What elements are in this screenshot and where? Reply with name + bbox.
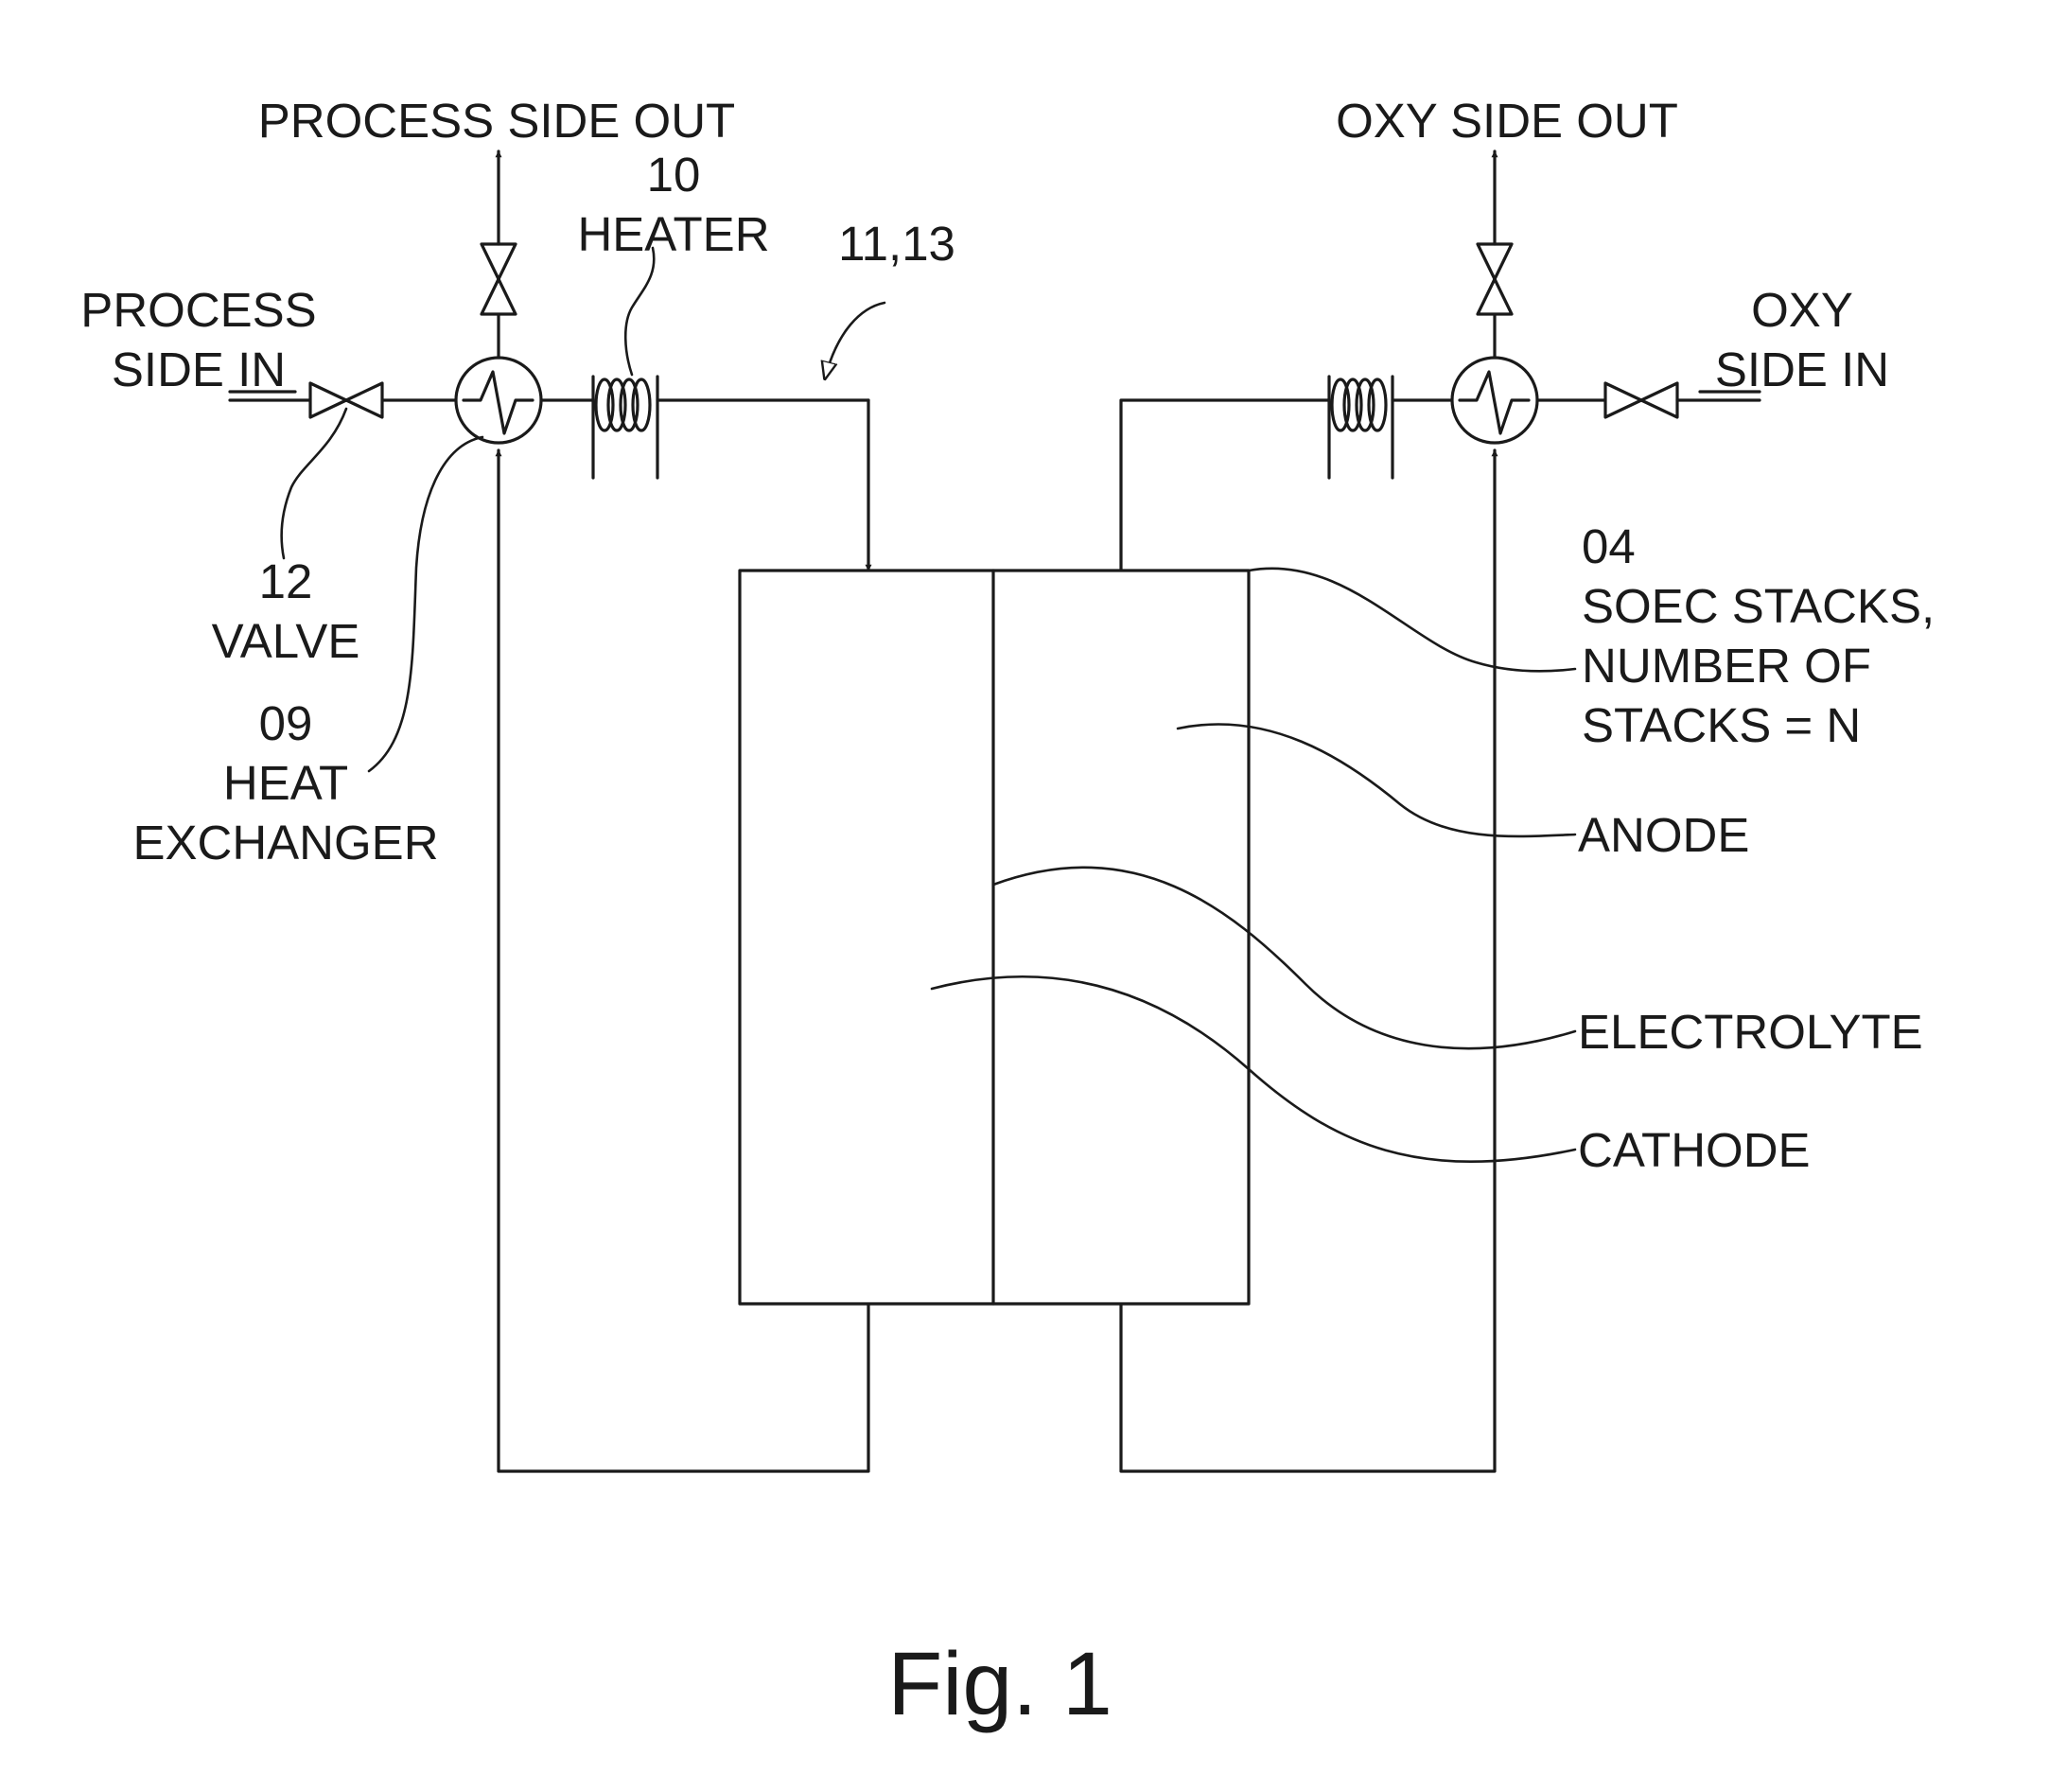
label-line-ref-11-13: 11,13: [838, 217, 955, 271]
process-side-out-line: [480, 149, 517, 360]
label-oxy-side-in-line1: OXY: [1751, 283, 1853, 337]
leader-line-11-13: [825, 301, 886, 378]
soec-stack-box: [738, 569, 1251, 1306]
label-stacks-line1: SOEC STACKS,: [1582, 579, 1935, 633]
label-heat-exchanger-line2: EXCHANGER: [132, 816, 438, 870]
label-valve: VALVE: [212, 614, 360, 668]
label-stacks-number: 04: [1582, 519, 1636, 573]
leader-electrolyte: [991, 866, 1577, 1050]
label-process-side-out: PROCESS SIDE OUT: [258, 94, 735, 148]
label-stacks-line3: STACKS = N: [1582, 698, 1861, 752]
oxy-heat-exchanger-symbol: [1450, 356, 1539, 445]
label-heater-number: 10: [647, 148, 701, 202]
oxy-return-loop: [1119, 448, 1498, 1473]
label-heat-exchanger-line1: HEAT: [223, 756, 348, 810]
leader-lines: [280, 246, 1577, 1164]
label-process-side-in-line2: SIDE IN: [112, 343, 286, 396]
heat-exchanger-09-symbol: [454, 356, 543, 445]
label-oxy-side-in-line2: SIDE IN: [1715, 343, 1889, 396]
label-heater: HEATER: [577, 207, 769, 261]
label-cathode: CATHODE: [1578, 1123, 1811, 1177]
label-electrolyte: ELECTROLYTE: [1578, 1005, 1923, 1059]
label-oxy-side-out: OXY SIDE OUT: [1336, 94, 1678, 148]
label-anode: ANODE: [1578, 808, 1749, 862]
oxy-side-out-line: [1476, 149, 1514, 360]
leader-cathode: [930, 975, 1577, 1164]
oxy-heater-symbol: [1327, 375, 1454, 480]
leader-heater-10: [623, 246, 656, 377]
leader-soec-stacks: [1247, 567, 1577, 673]
figure-caption: Fig. 1: [887, 1634, 1112, 1734]
leader-valve-12: [280, 407, 348, 560]
process-return-loop: [495, 448, 870, 1473]
oxy-side-inlet-line: [1535, 381, 1761, 419]
label-heat-exchanger-number: 09: [259, 696, 313, 750]
leader-heat-exchanger-09: [367, 435, 484, 773]
oxy-side-feed-line: [1119, 398, 1331, 572]
label-process-side-in-line1: PROCESS: [80, 283, 316, 337]
label-stacks-line2: NUMBER OF: [1582, 639, 1871, 693]
heater-10-symbol: [539, 375, 870, 480]
valve-12-symbol: [308, 381, 384, 419]
leader-anode: [1176, 723, 1577, 838]
label-valve-number: 12: [259, 554, 313, 608]
